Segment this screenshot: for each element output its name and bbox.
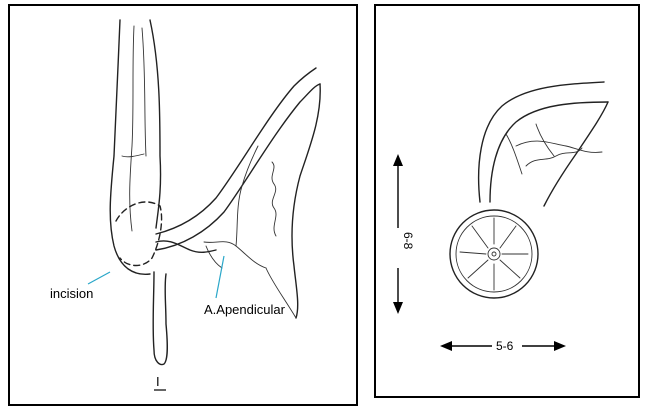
arrow-right-head <box>554 341 566 351</box>
arrow-left-head <box>440 341 452 351</box>
meso-vessel-1 <box>516 141 602 152</box>
bowel-fold-line-3 <box>122 154 144 157</box>
stump-lumen <box>488 248 500 260</box>
arrow-down-head <box>393 302 403 314</box>
appendectomy-diagram: incision A.Apendicular I <box>10 6 356 404</box>
meso-vessel-4 <box>536 124 554 156</box>
incision-dashed-line <box>116 202 162 266</box>
mesentery-edge <box>292 84 320 318</box>
artery-branch-1 <box>204 242 266 268</box>
arrow-up-head <box>393 154 403 166</box>
mesoappendix-upper <box>156 68 316 234</box>
bowel-fold-line-2 <box>142 28 146 156</box>
meso-vessel-3 <box>506 134 522 174</box>
label-incision: incision <box>50 286 93 301</box>
bowel-fold-line-1 <box>130 26 134 231</box>
meso-stalk-outer <box>479 82 604 202</box>
stump-dimension-diagram: 6-8 5-6 <box>376 6 638 396</box>
right-illustration-panel: 6-8 5-6 <box>374 4 640 398</box>
left-illustration-panel: incision A.Apendicular I <box>8 4 358 406</box>
label-appendicular-artery: A.Apendicular <box>204 302 286 317</box>
mesentery-wavy-edge <box>272 162 276 236</box>
artery-leader-line <box>216 256 224 298</box>
incision-leader-line <box>88 272 110 284</box>
meso-edge <box>544 102 608 206</box>
bowel-outline-right <box>150 20 161 228</box>
appendix-outline <box>153 272 167 364</box>
stump-lumen-center <box>492 252 496 256</box>
artery-branch-2 <box>236 146 258 246</box>
stump-radial-lines <box>460 218 528 290</box>
figure-number: I <box>156 374 160 389</box>
vertical-dimension-label: 6-8 <box>401 232 415 250</box>
artery-branch-4 <box>206 246 222 268</box>
horizontal-dimension-label: 5-6 <box>496 339 514 353</box>
